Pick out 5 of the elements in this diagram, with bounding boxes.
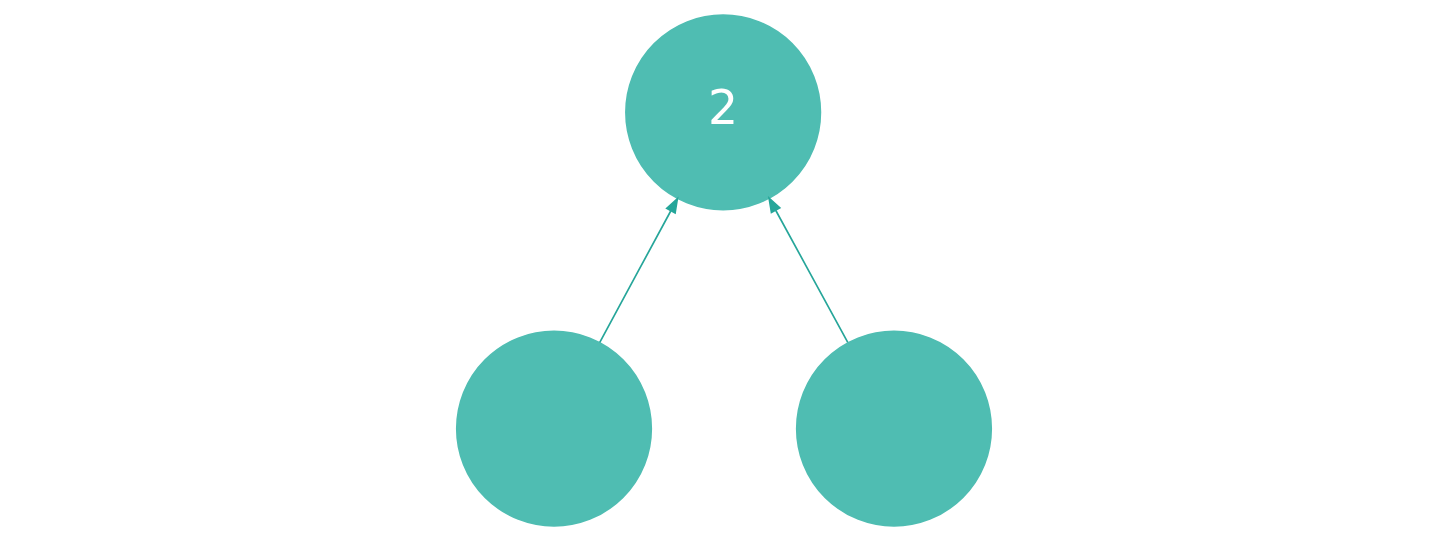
arrow bbox=[598, 196, 679, 344]
arrow bbox=[767, 196, 849, 344]
node-circle bbox=[455, 330, 652, 527]
node-circle bbox=[795, 330, 992, 527]
node-circle: 2 bbox=[624, 14, 821, 211]
